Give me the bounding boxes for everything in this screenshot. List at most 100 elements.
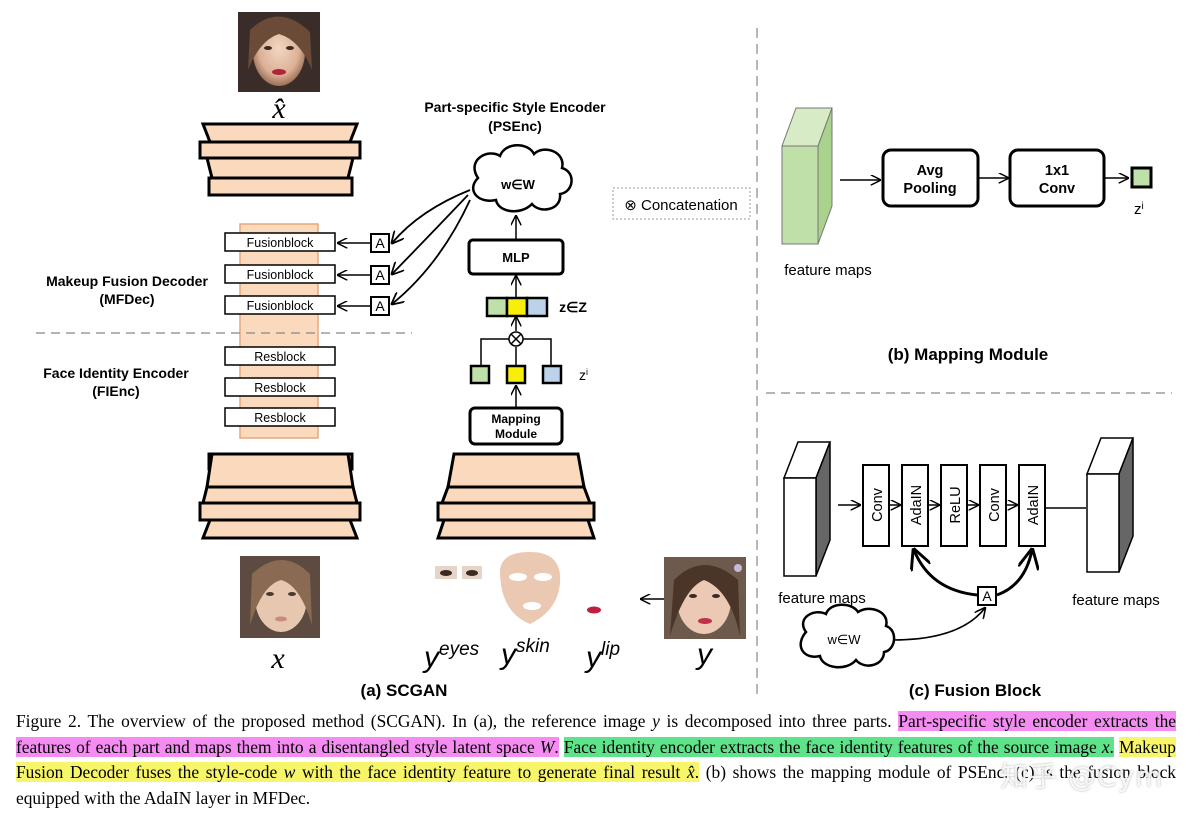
svg-text:Pooling: Pooling: [903, 181, 956, 197]
panel-b: feature maps Avg Pooling 1x1 Conv zi (b)…: [781, 107, 1153, 364]
svg-text:MLP: MLP: [502, 250, 530, 265]
svg-text:A: A: [375, 235, 385, 251]
fusionblock-3: Fusionblock: [224, 295, 336, 315]
output-face-photo: [238, 12, 320, 92]
svg-text:Fusionblock: Fusionblock: [247, 236, 314, 250]
y-skin-label: yskin: [499, 636, 550, 671]
fienc-label: Face Identity Encoder (FIEnc): [43, 365, 189, 399]
style-latent-cloud: w∈W: [471, 144, 573, 213]
svg-text:Conv: Conv: [987, 487, 1003, 522]
svg-text:AdaIN: AdaIN: [909, 485, 925, 525]
svg-text:w∈W: w∈W: [827, 632, 862, 647]
svg-text:(PSEnc): (PSEnc): [488, 118, 542, 134]
svg-text:A: A: [375, 267, 385, 283]
svg-text:Fusionblock: Fusionblock: [247, 299, 314, 313]
feature-map-right: [1085, 437, 1135, 573]
zi-codes: zi: [469, 364, 588, 385]
panel-c: feature maps Conv AdaIN ReLU Conv: [778, 437, 1160, 700]
center-feature-column: [239, 223, 319, 439]
svg-text:Avg: Avg: [917, 163, 944, 179]
layer-relu: ReLU: [940, 464, 968, 547]
lip-patch: [587, 606, 601, 614]
svg-text:Resblock: Resblock: [254, 350, 306, 364]
a-box-3: A: [370, 296, 390, 316]
svg-text:Mapping: Mapping: [491, 412, 540, 426]
resblock-3: Resblock: [224, 407, 336, 427]
panel-b-title: (b) Mapping Module: [888, 345, 1049, 364]
svg-text:Conv: Conv: [1039, 181, 1075, 197]
z-code: z∈Z: [485, 296, 587, 318]
input-label-x: x: [270, 642, 285, 675]
fusionblock-list: Fusionblock Fusionblock Fusionblock: [224, 232, 336, 315]
resblock-1: Resblock: [224, 346, 336, 366]
svg-text:Face Identity Encoder: Face Identity Encoder: [43, 365, 189, 381]
style-code-arrows: [392, 189, 471, 304]
avg-pooling-box: Avg Pooling: [881, 148, 980, 208]
output-label-xhat: x̂: [271, 92, 286, 125]
part-labels: yeyes yskin ylip y: [422, 636, 714, 674]
a-to-fusion-arrows: [338, 243, 370, 306]
mlp-box: MLP: [467, 238, 565, 276]
mfdec-label: Makeup Fusion Decoder (MFDec): [46, 273, 208, 307]
a-to-adain-arrows: [914, 550, 1032, 597]
decoder-top-stack: [198, 122, 362, 197]
svg-text:Resblock: Resblock: [254, 411, 306, 425]
svg-text:⊗ Concatenation: ⊗ Concatenation: [624, 197, 737, 214]
svg-text:Conv: Conv: [870, 487, 886, 522]
zi-label-b: zi: [1134, 201, 1144, 219]
style-latent-cloud-c: w∈W: [799, 603, 896, 669]
svg-text:(MFDec): (MFDec): [99, 291, 154, 307]
caption-highlight-fienc: Face identity encoder extracts the face …: [563, 736, 1114, 757]
concat-node: [480, 317, 552, 366]
svg-text:Makeup Fusion Decoder: Makeup Fusion Decoder: [46, 273, 208, 289]
feature-maps-label-c-right: feature maps: [1072, 592, 1160, 609]
svg-text:A: A: [375, 298, 385, 314]
psenc-title: Part-specific Style Encoder (PSEnc): [424, 99, 606, 134]
panel-a: x̂ Fusionblock Fusionblock Fusionblock: [36, 12, 746, 700]
adain-affine-boxes: A A A: [370, 233, 390, 316]
figure-diagram: x̂ Fusionblock Fusionblock Fusionblock: [36, 12, 1172, 700]
panel-a-title: (a) SCGAN: [361, 681, 448, 700]
figure-caption: Figure 2. The overview of the proposed m…: [16, 711, 1177, 808]
svg-text:Resblock: Resblock: [254, 381, 306, 395]
svg-text:ReLU: ReLU: [948, 486, 964, 523]
y-lip-label: ylip: [584, 639, 620, 674]
source-face-photo: [240, 556, 320, 638]
fusionblock-1: Fusionblock: [224, 232, 336, 252]
zi-output-box: [1130, 166, 1153, 189]
resblock-2: Resblock: [224, 377, 336, 397]
layer-adain-2: AdaIN: [1018, 464, 1046, 547]
layer-conv-1: Conv: [862, 464, 890, 547]
eyes-patches: [435, 566, 482, 579]
svg-text:AdaIN: AdaIN: [1026, 485, 1042, 525]
concatenation-legend: ⊗ Concatenation: [612, 187, 751, 220]
fusionblock-2: Fusionblock: [224, 264, 336, 284]
fusion-layers: Conv AdaIN ReLU Conv AdaIN: [862, 464, 1046, 547]
zi-label: zi: [579, 367, 588, 383]
cloud-label: w∈W: [500, 177, 535, 192]
encoder-bottom-stack-right: [435, 452, 597, 540]
encoder-bottom-stack-left: [198, 452, 362, 540]
mapping-module-box: Mapping Module: [468, 406, 564, 446]
svg-text:A: A: [982, 588, 992, 604]
skin-mask: [500, 552, 561, 624]
a-box-2: A: [370, 265, 390, 285]
a-box-c: A: [977, 586, 997, 606]
svg-text:(FIEnc): (FIEnc): [92, 383, 139, 399]
svg-text:1x1: 1x1: [1045, 163, 1069, 179]
feature-maps-label-b: feature maps: [784, 262, 872, 279]
a-box-1: A: [370, 233, 390, 253]
panel-c-title: (c) Fusion Block: [909, 681, 1042, 700]
reference-face-photo: [664, 557, 746, 639]
feature-map-green: [781, 107, 833, 245]
z-label: z∈Z: [559, 299, 587, 315]
conv1x1-box: 1x1 Conv: [1008, 148, 1106, 208]
feature-map-left: [782, 441, 832, 577]
feature-maps-label-c-left: feature maps: [778, 590, 866, 607]
resblock-list: Resblock Resblock Resblock: [224, 346, 336, 427]
y-label: y: [695, 638, 714, 671]
layer-conv-2: Conv: [979, 464, 1007, 547]
svg-text:Fusionblock: Fusionblock: [247, 268, 314, 282]
svg-text:Part-specific Style Encoder: Part-specific Style Encoder: [424, 99, 606, 115]
y-eyes-label: yeyes: [422, 639, 480, 674]
